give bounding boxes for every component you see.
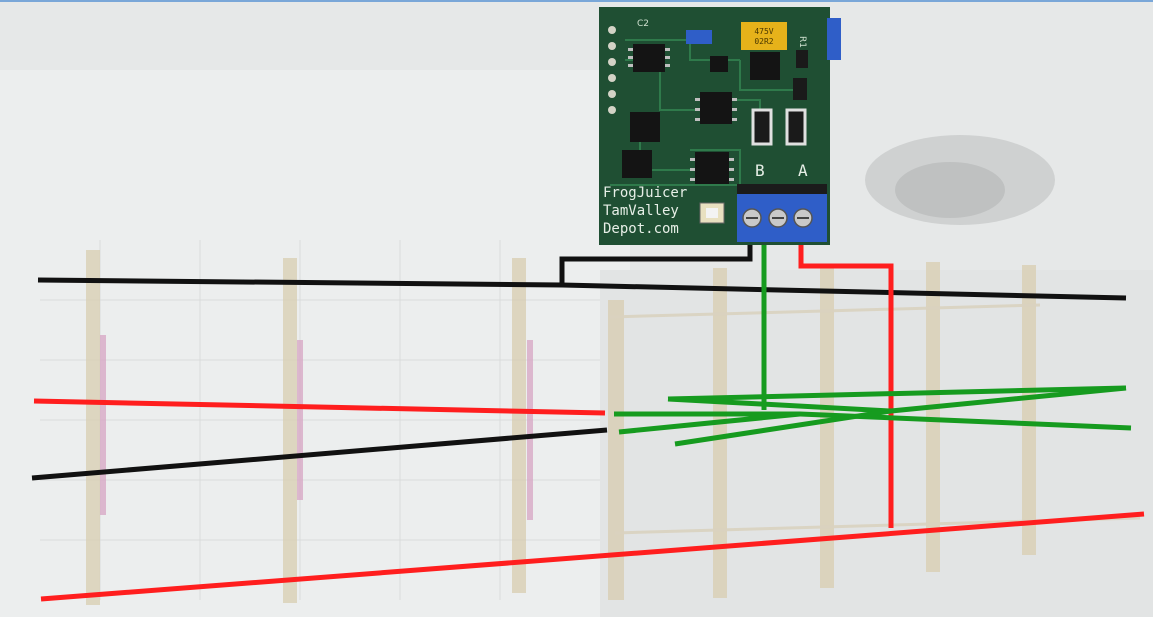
top-border xyxy=(0,0,1153,2)
green-wing-rail-upper xyxy=(667,385,1127,402)
resistor xyxy=(796,50,808,68)
resistors xyxy=(751,50,808,146)
tie xyxy=(1022,265,1036,555)
tantalum-capacitor xyxy=(741,22,787,50)
brand-line-3: Depot.com xyxy=(603,221,679,237)
cap-marking-1: 475V xyxy=(754,27,773,36)
brand-line-1: FrogJuicer xyxy=(603,185,687,201)
tie xyxy=(820,268,834,588)
tie xyxy=(608,300,624,600)
ic-chip xyxy=(630,112,660,142)
terminal-label-a: A xyxy=(798,161,808,180)
green-frog-rail-b xyxy=(618,411,801,435)
red-rail-lower xyxy=(40,511,1145,602)
frog-juicer-board: 475V 02R2 C2 R1 B A FrogJuicer TamValley… xyxy=(599,7,841,245)
tie xyxy=(86,250,100,605)
tie xyxy=(713,268,727,598)
cap-marking-2: 02R2 xyxy=(754,37,773,46)
ic-chips xyxy=(622,30,780,184)
resistor xyxy=(793,78,807,100)
ref-c2: C2 xyxy=(637,19,649,29)
terminal-screw-icon xyxy=(768,208,788,228)
black-closure-rail xyxy=(31,427,608,481)
terminal-block xyxy=(737,184,827,242)
terminal-label-b: B xyxy=(755,161,765,180)
green-frog-point xyxy=(667,396,892,414)
ic-chip xyxy=(710,56,728,72)
ic-chip xyxy=(695,152,729,184)
bag-shadow xyxy=(865,135,1055,225)
tie xyxy=(512,258,526,593)
red-feed-wire xyxy=(798,237,894,528)
railroad-ties xyxy=(86,250,1036,605)
ic-chip xyxy=(750,52,780,80)
chip-pins xyxy=(628,48,737,181)
led-icon xyxy=(699,202,725,224)
resistor xyxy=(751,108,773,146)
resistor xyxy=(785,108,807,146)
green-frog xyxy=(614,240,1132,447)
red-closure-rail xyxy=(33,398,606,416)
terminal-screw-icon xyxy=(793,208,813,228)
crystal xyxy=(686,30,712,44)
pin-holes xyxy=(608,26,616,114)
black-feed-wire xyxy=(559,237,753,285)
tie xyxy=(926,262,940,572)
ic-chip xyxy=(633,44,665,72)
ic-chip xyxy=(622,150,652,178)
ic-chip xyxy=(700,92,732,124)
ref-r1: R1 xyxy=(797,36,807,48)
pink-marks xyxy=(100,335,533,520)
tie xyxy=(283,258,297,603)
terminal-screw-icon xyxy=(742,208,762,228)
green-wing-rail-lower xyxy=(674,385,1127,447)
edge-connector xyxy=(827,18,841,60)
brand-line-2: TamValley xyxy=(603,203,679,219)
pcb-traces xyxy=(610,39,800,190)
